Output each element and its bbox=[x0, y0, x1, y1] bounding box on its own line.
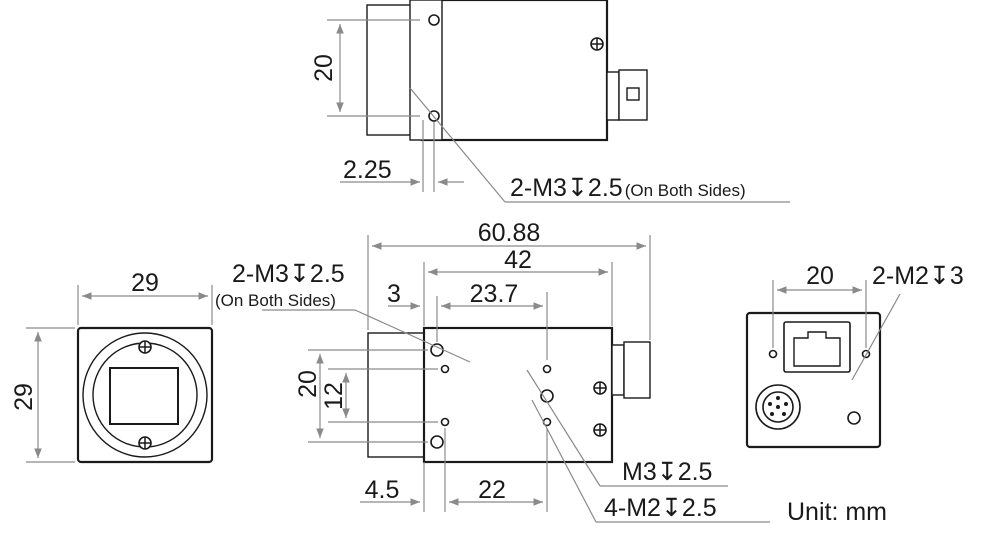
top-dim-20-text: 20 bbox=[310, 54, 338, 82]
unit-label: Unit: mm bbox=[787, 498, 887, 526]
side-leader-m3-center bbox=[526, 369, 601, 487]
rear-m2-hole-left bbox=[768, 349, 778, 359]
side-dim-body-text: 42 bbox=[504, 246, 532, 274]
side-dim-total-text: 60.88 bbox=[478, 219, 541, 247]
top-body bbox=[420, 0, 609, 142]
front-screw-top-icon bbox=[138, 340, 152, 354]
side-screw-lower-icon bbox=[593, 423, 607, 437]
rear-view: 20 2-M2↧3 bbox=[745, 262, 964, 449]
top-hole-upper bbox=[428, 14, 440, 26]
top-view: 20 2.25 2-M3↧2.5(On Both Sides) bbox=[310, 0, 790, 203]
front-view: 29 29 bbox=[10, 269, 214, 464]
side-dim-22-text: 22 bbox=[478, 476, 506, 504]
side-m2-hole-2 bbox=[440, 417, 450, 427]
rear-leader bbox=[851, 293, 901, 381]
rear-hole-callout: 2-M2↧3 bbox=[872, 262, 964, 290]
side-dim-12-text: 12 bbox=[320, 382, 348, 410]
front-dim-width-text: 29 bbox=[131, 269, 159, 297]
side-lens-mount bbox=[367, 332, 429, 458]
side-m2-hole-1 bbox=[440, 364, 450, 374]
side-connector bbox=[611, 341, 651, 399]
side-m2-hole-3 bbox=[542, 364, 552, 374]
front-dim-height-text: 29 bbox=[10, 383, 38, 411]
rear-ethernet-port-icon bbox=[783, 321, 851, 373]
front-sensor-window bbox=[109, 367, 179, 425]
rear-led-icon bbox=[847, 411, 861, 425]
side-dim-4-5-text: 4.5 bbox=[365, 476, 400, 504]
side-leader-m3 bbox=[354, 309, 471, 363]
side-dim-23-7-text: 23.7 bbox=[470, 280, 519, 308]
top-screw-icon bbox=[590, 37, 604, 51]
side-hole-callout: 2-M3↧2.5 bbox=[232, 260, 345, 288]
side-body bbox=[422, 326, 614, 464]
top-hole-callout: 2-M3↧2.5(On Both Sides) bbox=[510, 174, 746, 202]
rear-io-connector-icon bbox=[755, 384, 801, 430]
side-leader-m2 bbox=[531, 399, 597, 523]
front-screw-bottom-icon bbox=[138, 436, 152, 450]
side-hole-note: (On Both Sides) bbox=[215, 291, 336, 310]
top-leader bbox=[409, 87, 506, 203]
side-m2-callout: 4-M2↧2.5 bbox=[604, 494, 717, 522]
side-dim-20-text: 20 bbox=[294, 370, 322, 398]
side-m3-callout: M3↧2.5 bbox=[622, 458, 712, 486]
rear-dim-width-text: 20 bbox=[806, 262, 834, 290]
side-dim-3-text: 3 bbox=[387, 280, 401, 308]
side-m3-hole-bottom bbox=[430, 435, 444, 449]
top-connector bbox=[606, 69, 648, 121]
side-screw-upper-icon bbox=[593, 381, 607, 395]
top-dim-2-25-text: 2.25 bbox=[343, 156, 392, 184]
side-view: 60.88 42 3 23.7 20 12 4.5 22 2-M3↧2.5 (O… bbox=[215, 219, 770, 523]
